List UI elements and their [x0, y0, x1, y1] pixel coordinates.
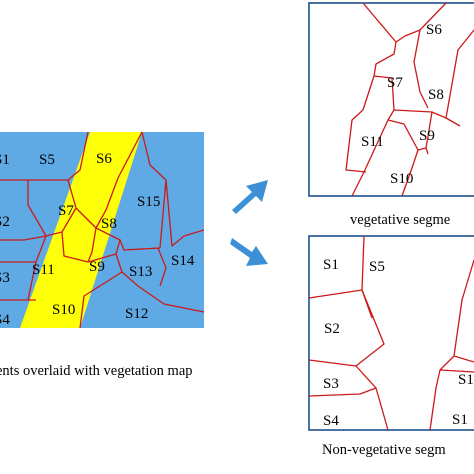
veg-label-s9: S9: [419, 128, 435, 144]
nonveg-label-s5: S5: [369, 259, 385, 275]
vegetative-boundaries: [345, 2, 474, 197]
veg-label-s8: S8: [428, 87, 444, 103]
non-vegetative-frame: [308, 235, 474, 431]
segment-label-s13: S13: [129, 264, 152, 280]
non-vegetative-boundaries: [308, 235, 474, 431]
segment-label-s6: S6: [96, 151, 112, 167]
segment-label-s5: S5: [39, 152, 55, 168]
veg-label-s7: S7: [387, 75, 403, 91]
vegetative-frame: [308, 2, 474, 197]
non-vegetative-segments-panel: S1 S5 S2 S3 S4 S1 S1 Non-vegetative segm: [308, 235, 474, 458]
arrow-down-right-icon: [230, 238, 268, 266]
overlay-map-panel: S1 S2 S3 S4 S5 S6 S7 S8 S9 S10 S11 S12 S…: [0, 132, 204, 379]
non-vegetative-segment-labels: S1 S5 S2 S3 S4 S1 S1: [323, 257, 474, 429]
segment-label-s3: S3: [0, 270, 10, 286]
veg-label-s6: S6: [426, 22, 442, 38]
nonveg-label-s2: S2: [324, 321, 340, 337]
vegetation-strip: [20, 132, 142, 328]
segment-label-s2: S2: [0, 214, 10, 230]
vegetative-caption: vegetative segme: [350, 212, 450, 228]
vegetative-segment-labels: S6 S7 S8 S9 S10 S11: [361, 22, 444, 187]
nonveg-label-s1-edge-b: S1: [452, 412, 468, 428]
nonveg-label-s1: S1: [323, 257, 339, 273]
vegetative-segments-panel: S6 S7 S8 S9 S10 S11 vegetative segme: [308, 2, 474, 228]
segment-label-s14: S14: [171, 253, 195, 269]
segment-label-s7: S7: [58, 203, 74, 219]
segment-boundaries: [0, 132, 204, 328]
segment-label-s11: S11: [32, 262, 55, 278]
nonveg-label-s4: S4: [323, 413, 339, 429]
segment-label-s10: S10: [52, 302, 75, 318]
segment-label-s15: S15: [137, 194, 160, 210]
segment-label-s1: S1: [0, 152, 10, 168]
overlay-segment-labels: S1 S2 S3 S4 S5 S6 S7 S8 S9 S10 S11 S12 S…: [0, 151, 195, 328]
overlay-caption: ents overlaid with vegetation map: [0, 363, 193, 379]
segment-label-s8: S8: [101, 216, 117, 232]
non-vegetative-caption: Non-vegetative segm: [322, 442, 446, 458]
nonveg-label-s3: S3: [323, 376, 339, 392]
segment-label-s12: S12: [125, 306, 148, 322]
veg-label-s11: S11: [361, 134, 384, 150]
segment-label-s9: S9: [89, 259, 105, 275]
veg-label-s10: S10: [390, 171, 413, 187]
segment-label-s4: S4: [0, 312, 10, 328]
nonveg-label-s1-edge-a: S1: [458, 372, 474, 388]
arrow-up-right-icon: [232, 180, 268, 214]
